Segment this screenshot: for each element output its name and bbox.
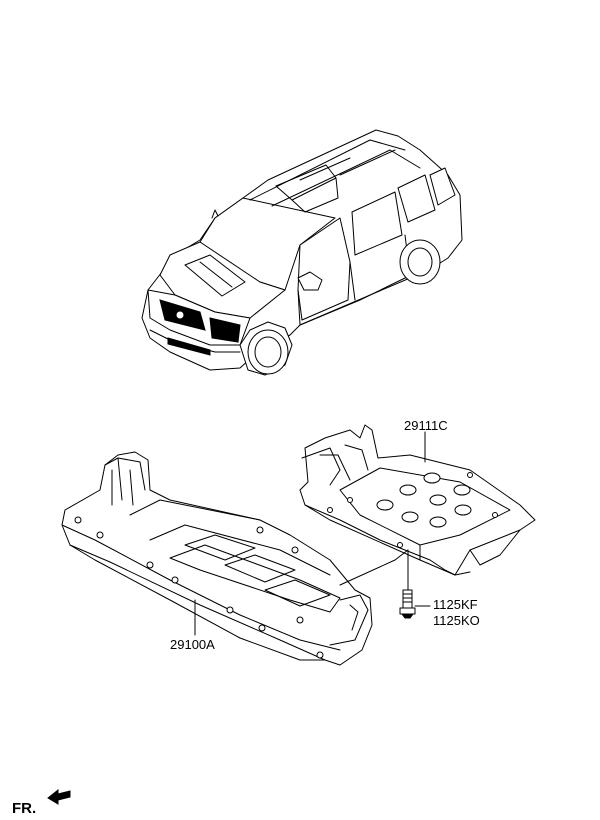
label-29100A: 29100A: [170, 637, 215, 652]
assembly-line: [339, 549, 409, 586]
front-direction-arrow-icon: [47, 788, 71, 805]
label-1125KO: 1125KO: [433, 613, 480, 628]
under-cover-rear-part: [299, 424, 536, 576]
vehicle-illustration: [141, 129, 463, 376]
label-29111C: 29111C: [404, 418, 448, 433]
front-direction-label: FR.: [12, 800, 37, 817]
label-1125KF: 1125KF: [433, 597, 478, 612]
cover-holes: [327, 472, 498, 548]
under-cover-front-part: [61, 451, 373, 666]
bolt-icon: [399, 589, 416, 619]
